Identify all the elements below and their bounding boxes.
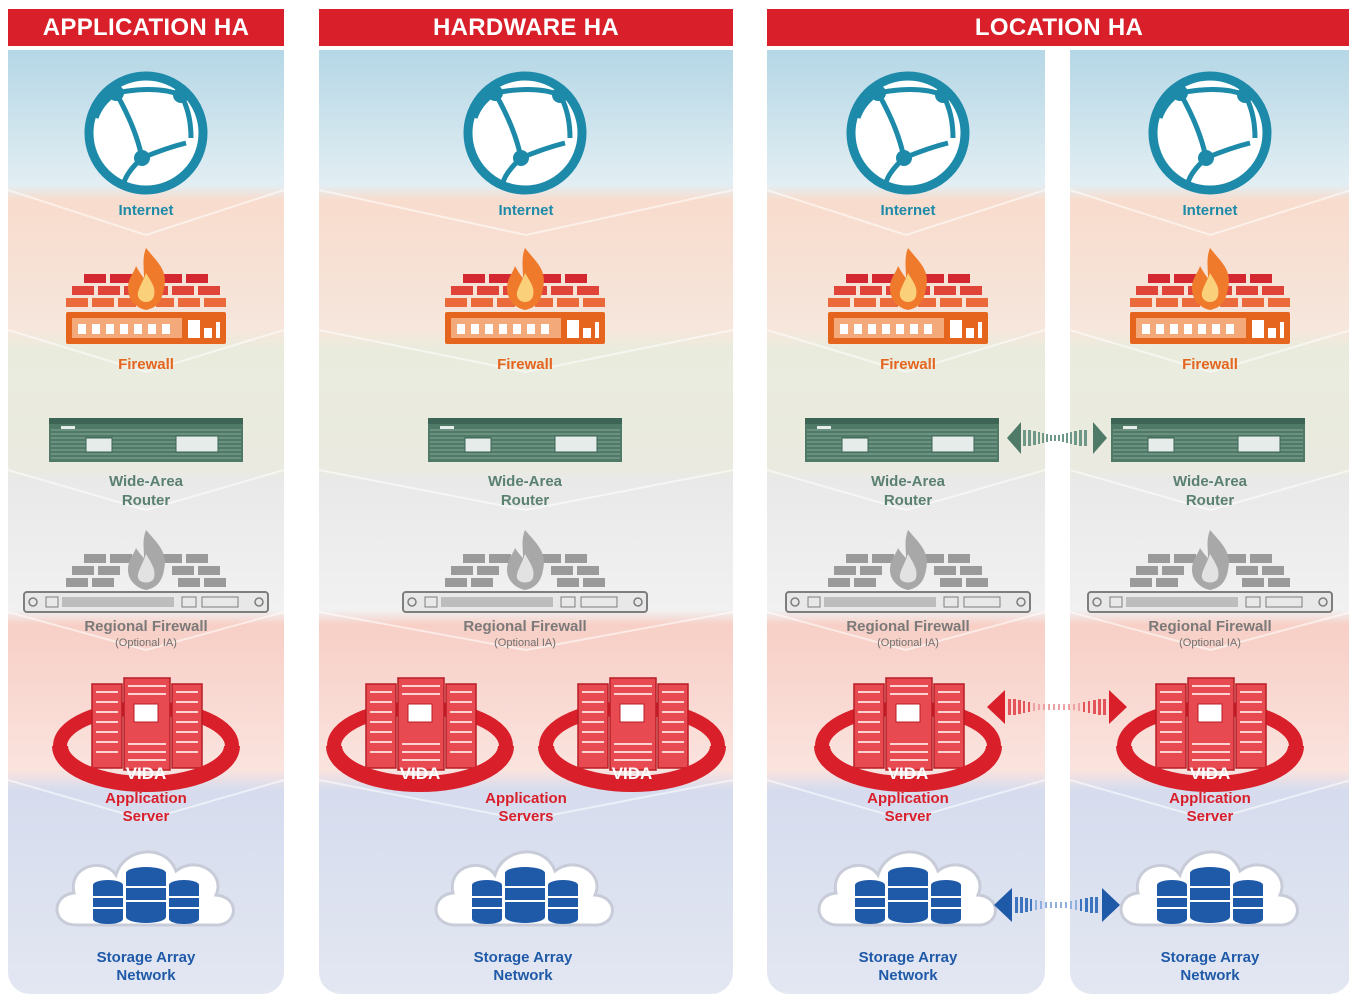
label-san-line2: Network — [493, 967, 553, 984]
label-firewall: Firewall — [118, 356, 174, 373]
label-router-line2: Router — [121, 492, 171, 509]
band-chevron — [766, 779, 1046, 822]
label-router-line1: Wide-Area — [487, 473, 563, 490]
label-router-line2: Router — [883, 492, 933, 509]
label-regional-firewall: Regional Firewall — [1148, 618, 1272, 635]
label-regional-firewall: Regional Firewall — [84, 618, 208, 635]
label-vida: VIDA — [1189, 764, 1231, 783]
label-app-line1: Application — [105, 790, 187, 807]
band-chevron — [1069, 779, 1349, 822]
label-firewall: Firewall — [880, 356, 936, 373]
label-san-line2: Network — [116, 967, 176, 984]
label-app-line1: Application — [485, 790, 567, 807]
band-chevron — [7, 779, 285, 822]
router-icon — [1110, 417, 1306, 463]
label-router-line2: Router — [500, 492, 550, 509]
label-optional: (Optional IA) — [877, 637, 939, 649]
double-arrow-icon — [994, 888, 1120, 922]
firewall-icon — [445, 248, 605, 344]
label-regional-firewall: Regional Firewall — [846, 618, 970, 635]
firewall-icon — [1130, 248, 1290, 344]
firewall-icon — [828, 248, 988, 344]
storage-cloud-icon — [434, 850, 614, 927]
label-regional-firewall: Regional Firewall — [463, 618, 587, 635]
label-internet: Internet — [880, 202, 936, 219]
regional-firewall-icon — [1087, 529, 1333, 613]
band-chevron — [7, 611, 285, 652]
band-chevron — [1069, 329, 1349, 374]
column-location-ha-a — [767, 50, 1045, 994]
double-arrow-icon — [1007, 422, 1107, 454]
firewall-icon — [66, 248, 226, 344]
band-chevron — [318, 611, 734, 652]
label-vida: VIDA — [125, 764, 167, 783]
label-internet: Internet — [118, 202, 174, 219]
label-app-line2: Servers — [498, 808, 554, 825]
label-firewall: Firewall — [497, 356, 553, 373]
storage-cloud-icon — [1119, 850, 1299, 927]
band-chevron — [1069, 189, 1349, 237]
label-app-line2: Server — [122, 808, 170, 825]
label-vida: VIDA — [611, 764, 653, 783]
band-chevron — [7, 469, 285, 512]
regional-firewall-icon — [785, 529, 1031, 613]
label-san-line2: Network — [878, 967, 938, 984]
label-router-line1: Wide-Area — [108, 473, 184, 490]
column-location-ha-b — [1070, 50, 1349, 994]
router-icon — [48, 417, 244, 463]
band-chevron — [766, 611, 1046, 652]
label-app-line2: Server — [884, 808, 932, 825]
label-optional: (Optional IA) — [1179, 637, 1241, 649]
storage-cloud-icon — [817, 850, 997, 927]
label-optional: (Optional IA) — [494, 637, 556, 649]
label-router-line1: Wide-Area — [1172, 473, 1248, 490]
band-chevron — [7, 329, 285, 374]
globe-icon — [455, 63, 595, 203]
label-internet: Internet — [1182, 202, 1238, 219]
label-internet: Internet — [498, 202, 554, 219]
band-chevron — [766, 329, 1046, 374]
label-firewall: Firewall — [1182, 356, 1238, 373]
label-app-line1: Application — [867, 790, 949, 807]
band-chevron — [766, 469, 1046, 512]
header-location-ha: LOCATION HA — [767, 9, 1349, 46]
header-hardware-ha: HARDWARE HA — [319, 9, 733, 46]
label-san-line2: Network — [1180, 967, 1240, 984]
label-vida: VIDA — [399, 764, 441, 783]
globe-icon — [1140, 63, 1280, 203]
band-chevron — [1069, 611, 1349, 652]
router-icon — [804, 417, 1000, 463]
label-san-line1: Storage Array — [96, 949, 196, 966]
label-san-line1: Storage Array — [858, 949, 958, 966]
double-arrow-icon — [987, 690, 1127, 724]
regional-firewall-icon — [402, 529, 648, 613]
band-chevron — [318, 469, 734, 512]
globe-icon — [838, 63, 978, 203]
label-app-line2: Server — [1186, 808, 1234, 825]
label-optional: (Optional IA) — [115, 637, 177, 649]
label-router-line1: Wide-Area — [870, 473, 946, 490]
column-hardware-ha — [319, 50, 733, 994]
band-chevron — [1069, 469, 1349, 512]
globe-icon — [76, 63, 216, 203]
band-chevron — [766, 189, 1046, 237]
router-icon — [427, 417, 623, 463]
band-chevron — [318, 329, 734, 374]
label-san-line1: Storage Array — [1160, 949, 1260, 966]
label-vida: VIDA — [887, 764, 929, 783]
band-chevron — [7, 189, 285, 237]
label-san-line1: Storage Array — [473, 949, 573, 966]
band-chevron — [318, 189, 734, 237]
band-chevron — [318, 779, 734, 822]
label-router-line2: Router — [1185, 492, 1235, 509]
label-app-line1: Application — [1169, 790, 1251, 807]
regional-firewall-icon — [23, 529, 269, 613]
column-application-ha — [8, 50, 284, 994]
header-application-ha: APPLICATION HA — [8, 9, 284, 46]
storage-cloud-icon — [55, 850, 235, 927]
